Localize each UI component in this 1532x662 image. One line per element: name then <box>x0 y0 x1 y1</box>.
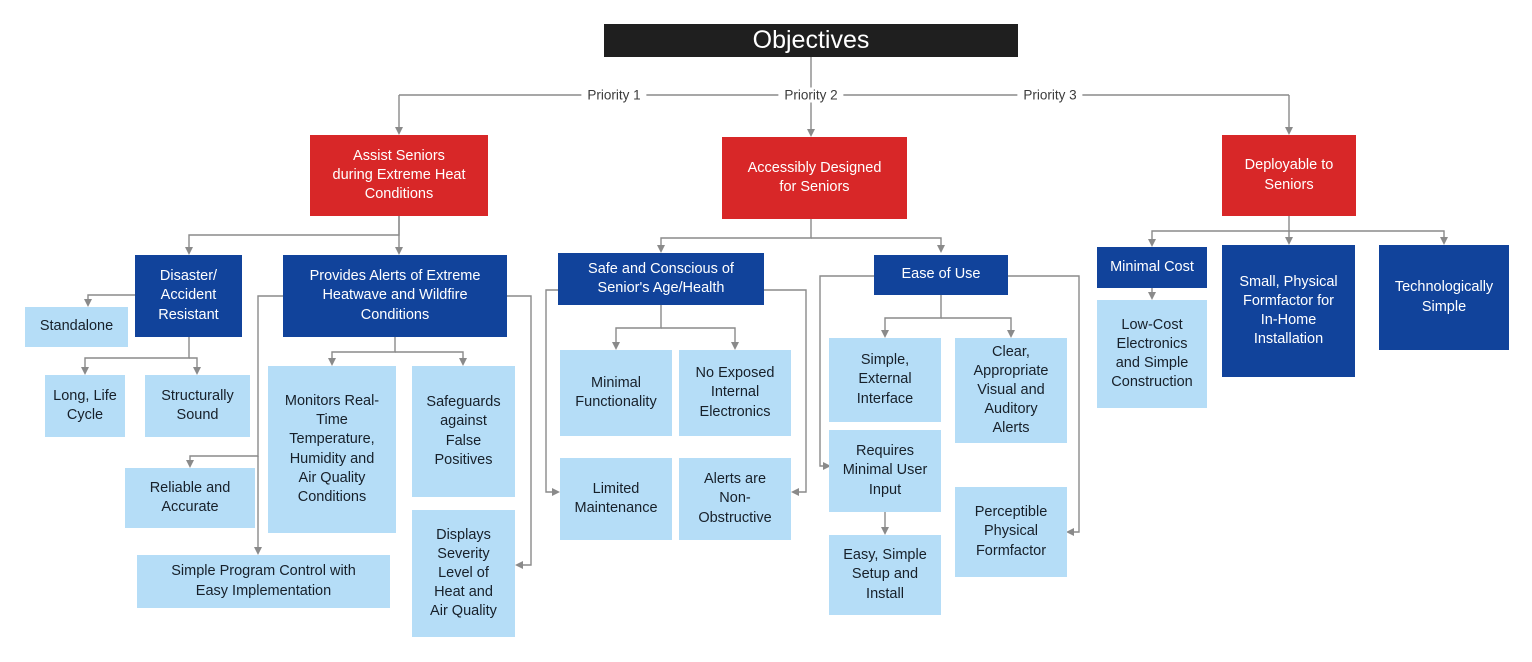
node-simple-program-control-easy-implementation[interactable]: Simple Program Control with Easy Impleme… <box>137 555 390 608</box>
node-alerts-are-non-obstructive[interactable]: Alerts are Non- Obstructive <box>679 458 791 540</box>
edge-label-priority-3: Priority 3 <box>1017 87 1083 103</box>
node-minimal-cost[interactable]: Minimal Cost <box>1097 247 1207 288</box>
arrow-safeguards <box>459 358 467 366</box>
wire-p3-to-c3 <box>1289 230 1445 239</box>
node-displays-severity-level-heat-air-quality[interactable]: Displays Severity Level of Heat and Air … <box>412 510 515 637</box>
node-minimal-functionality[interactable]: Minimal Functionality <box>560 350 672 436</box>
node-clear-appropriate-visual-auditory-alerts[interactable]: Clear, Appropriate Visual and Auditory A… <box>955 338 1067 443</box>
node-requires-minimal-user-input[interactable]: Requires Minimal User Input <box>829 430 941 512</box>
arrow-smallform <box>1285 237 1293 245</box>
arrow-p1c2 <box>395 247 403 255</box>
node-structurally-sound[interactable]: Structurally Sound <box>145 375 250 437</box>
arrow-techsimple <box>1440 237 1448 245</box>
node-ease-of-use[interactable]: Ease of Use <box>874 255 1008 295</box>
arrow-p2 <box>807 129 815 137</box>
wire-p3-to-c1 <box>1151 216 1290 241</box>
wire-p1-to-c1 <box>188 216 400 249</box>
node-deployable-to-seniors[interactable]: Deployable to Seniors <box>1222 135 1356 216</box>
wire-c2-safeguards <box>395 351 464 360</box>
arrow-long <box>81 367 89 375</box>
arrow-easysetup <box>881 527 889 535</box>
arrow-minimalfunc <box>612 342 620 350</box>
arrow-reliable <box>186 460 194 468</box>
node-provides-alerts-extreme-heatwave-wildfire[interactable]: Provides Alerts of Extreme Heatwave and … <box>283 255 507 337</box>
arrow-lowcost <box>1148 292 1156 300</box>
node-assist-seniors-extreme-heat[interactable]: Assist Seniors during Extreme Heat Condi… <box>310 135 488 216</box>
arrow-standalone <box>84 299 92 307</box>
node-technologically-simple[interactable]: Technologically Simple <box>1379 245 1509 350</box>
node-safe-conscious-seniors-age-health[interactable]: Safe and Conscious of Senior's Age/Healt… <box>558 253 764 305</box>
wire-c2-monitors <box>331 337 396 360</box>
node-accessibly-designed-for-seniors[interactable]: Accessibly Designed for Seniors <box>722 137 907 219</box>
arrow-struct <box>193 367 201 375</box>
wire-c1-standalone <box>87 294 135 301</box>
node-long-life-cycle[interactable]: Long, Life Cycle <box>45 375 125 437</box>
wire-p2c1-noexposed <box>661 327 736 344</box>
arrow-p2c1 <box>657 245 665 253</box>
arrow-monitors <box>328 358 336 366</box>
node-limited-maintenance[interactable]: Limited Maintenance <box>560 458 672 540</box>
node-perceptible-physical-formfactor[interactable]: Perceptible Physical Formfactor <box>955 487 1067 577</box>
wire-p2c2-simple <box>884 295 942 332</box>
arrow-alertsnonobs <box>791 488 799 496</box>
node-disaster-accident-resistant[interactable]: Disaster/ Accident Resistant <box>135 255 242 337</box>
wire-p2-to-c1 <box>660 219 812 247</box>
arrow-minimalcost <box>1148 239 1156 247</box>
wire-p2c1-limited <box>545 289 558 493</box>
node-no-exposed-internal-electronics[interactable]: No Exposed Internal Electronics <box>679 350 791 436</box>
node-safeguards-against-false-positives[interactable]: Safeguards against False Positives <box>412 366 515 497</box>
node-monitors-real-time-temperature-humidity-air-quality[interactable]: Monitors Real- Time Temperature, Humidit… <box>268 366 396 533</box>
node-easy-simple-setup-install[interactable]: Easy, Simple Setup and Install <box>829 535 941 615</box>
node-objectives[interactable]: Objectives <box>604 24 1018 57</box>
arrow-perceptible <box>1066 528 1074 536</box>
arrow-simpleext <box>881 330 889 338</box>
wire-c1-struct <box>189 357 198 369</box>
node-standalone[interactable]: Standalone <box>25 307 128 347</box>
wire-p2c2-clear <box>941 317 1012 332</box>
arrow-p1c1 <box>185 247 193 255</box>
arrow-displays <box>515 561 523 569</box>
node-simple-external-interface[interactable]: Simple, External Interface <box>829 338 941 422</box>
arrow-limited <box>552 488 560 496</box>
edge-label-priority-2: Priority 2 <box>778 87 844 103</box>
node-reliable-and-accurate[interactable]: Reliable and Accurate <box>125 468 255 528</box>
arrow-p1 <box>395 127 403 135</box>
arrow-p2c2 <box>937 245 945 253</box>
edge-label-priority-1: Priority 1 <box>581 87 647 103</box>
wire-p2c1-minimal <box>615 305 662 344</box>
wire-p2-to-c2 <box>811 237 942 247</box>
arrow-noexposed <box>731 342 739 350</box>
arrow-clear <box>1007 330 1015 338</box>
node-low-cost-electronics-simple-construction[interactable]: Low-Cost Electronics and Simple Construc… <box>1097 300 1207 408</box>
node-small-physical-formfactor-in-home-installation[interactable]: Small, Physical Formfactor for In-Home I… <box>1222 245 1355 377</box>
arrow-p3 <box>1285 127 1293 135</box>
arrow-simpleprog <box>254 547 262 555</box>
